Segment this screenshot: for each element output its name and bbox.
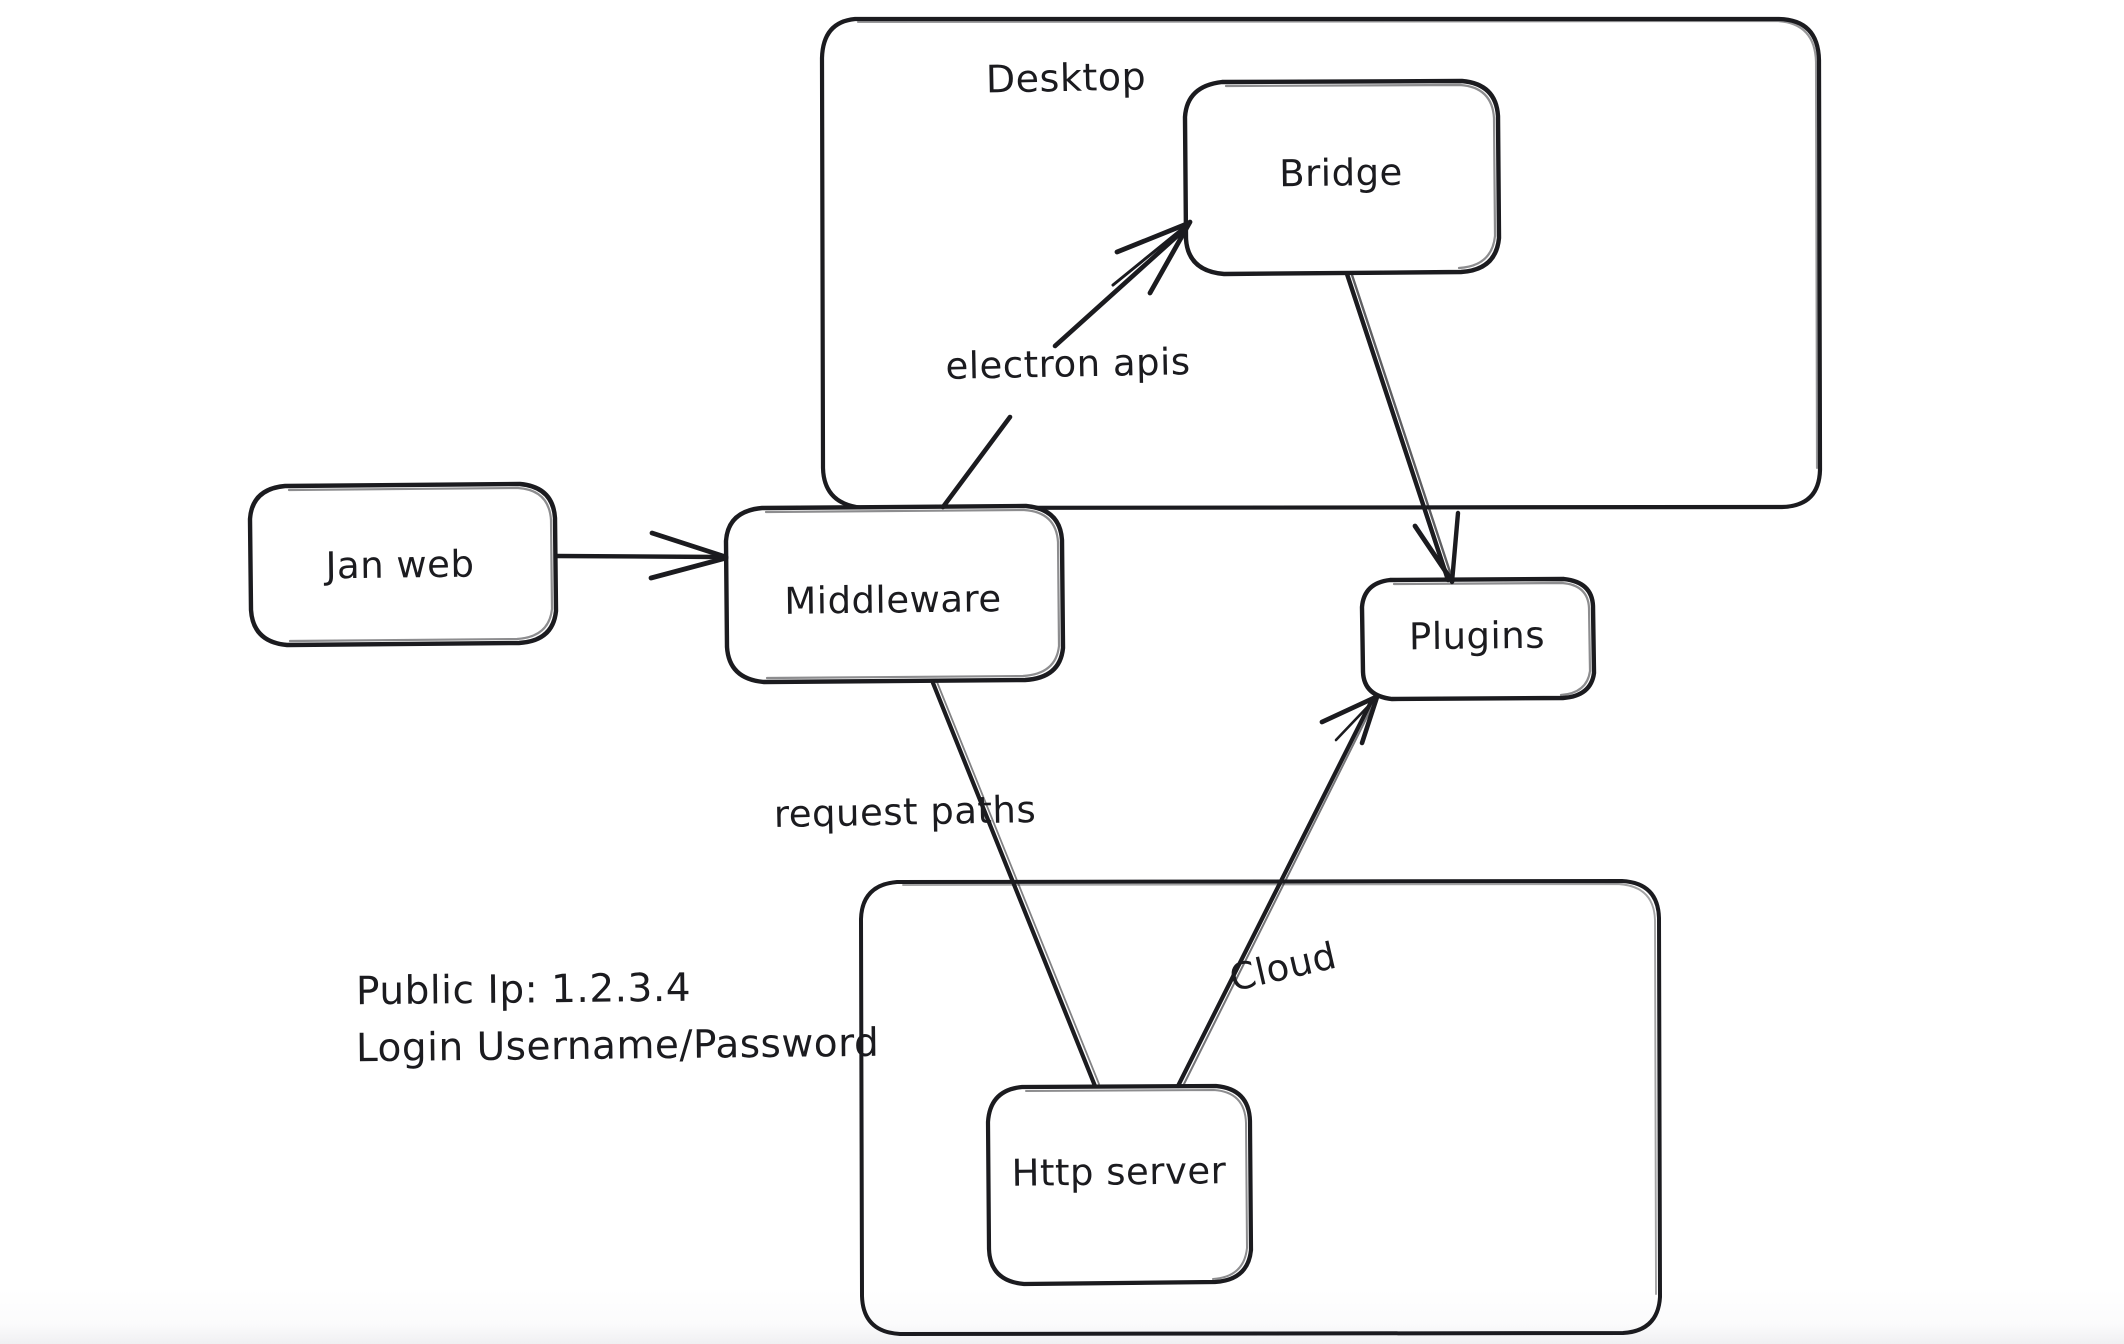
node-label-http-server: Http server bbox=[1011, 1149, 1227, 1195]
group-cloud-outline bbox=[859, 879, 1662, 1336]
edge-middleware-to-bridge bbox=[940, 219, 1193, 510]
note-login-credentials: Login Username/Password bbox=[355, 1020, 880, 1072]
node-middleware-outline[interactable] bbox=[723, 503, 1066, 685]
node-plugins-outline[interactable] bbox=[1359, 576, 1597, 702]
edge-janweb-to-middleware bbox=[553, 530, 729, 581]
node-label-bridge: Bridge bbox=[1278, 150, 1404, 196]
edge-middleware-to-httpserver bbox=[930, 680, 1100, 1089]
edge-label-request-paths: request paths bbox=[773, 787, 1037, 837]
node-label-middleware: Middleware bbox=[784, 577, 1002, 623]
node-bridge-outline[interactable] bbox=[1182, 78, 1502, 277]
group-desktop-outline bbox=[819, 16, 1823, 511]
node-label-plugins: Plugins bbox=[1408, 613, 1546, 659]
edge-httpserver-to-plugins bbox=[1175, 694, 1380, 1089]
note-public-ip: Public Ip: 1.2.3.4 bbox=[355, 965, 692, 1015]
edge-label-electron-apis: electron apis bbox=[945, 340, 1191, 388]
group-label-desktop: Desktop bbox=[985, 54, 1147, 102]
node-label-jan-web: Jan web bbox=[325, 542, 475, 588]
node-http-server-outline[interactable] bbox=[985, 1083, 1254, 1287]
edge-bridge-to-plugins bbox=[1344, 271, 1461, 585]
node-jan-web-outline[interactable] bbox=[247, 481, 559, 648]
